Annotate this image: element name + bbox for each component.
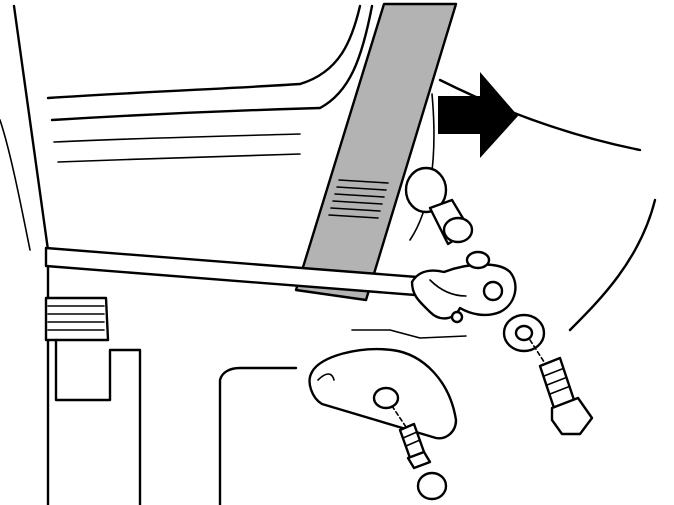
anchor-bolt-hole (482, 280, 504, 302)
bolt-head (550, 396, 594, 436)
floor-outline (218, 366, 298, 505)
anchor-tab-hole (450, 310, 464, 324)
bushing-and-spacer (404, 166, 491, 270)
door-frame-outline (0, 4, 374, 402)
direction-arrow-icon (438, 72, 518, 158)
cover-screw-and-cap (391, 405, 448, 501)
seat-belt-strap (294, 2, 458, 302)
seat-base-block (44, 296, 142, 505)
anchor-cover-plate (308, 329, 467, 440)
washer-and-anchor-bolt (502, 313, 594, 436)
cover-screw-hole (372, 386, 400, 410)
spacer-washer (465, 250, 491, 270)
belt-anchor-bracket (410, 263, 517, 324)
trim-cap (416, 471, 448, 501)
